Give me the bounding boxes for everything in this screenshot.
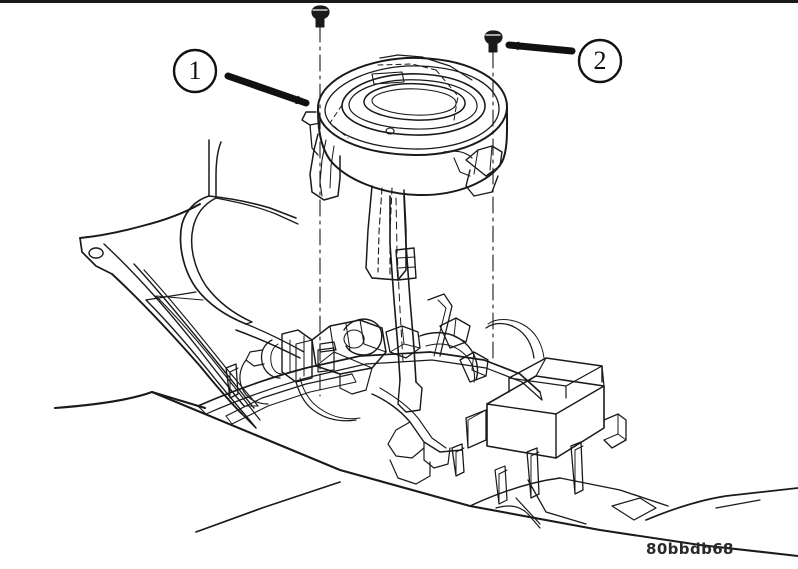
- callout-2-circle: [577, 38, 623, 84]
- screw-right: [484, 30, 503, 53]
- screw-left: [311, 5, 330, 28]
- callout-1-arrow: [224, 72, 310, 107]
- callout-1-circle: [172, 48, 218, 94]
- console-trim-panel: [79, 139, 305, 429]
- shift-lever-shaft: [389, 195, 423, 413]
- centerlines: [319, 25, 494, 397]
- figure-id-label: 80bbdb68: [646, 540, 734, 558]
- shifter-mechanism: [197, 293, 543, 485]
- shifter-bezel: [301, 54, 509, 281]
- callout-2-arrow: [505, 41, 576, 55]
- top-border-rule: [0, 0, 798, 3]
- control-module-box: [465, 319, 627, 505]
- floor-pan: [53, 390, 798, 558]
